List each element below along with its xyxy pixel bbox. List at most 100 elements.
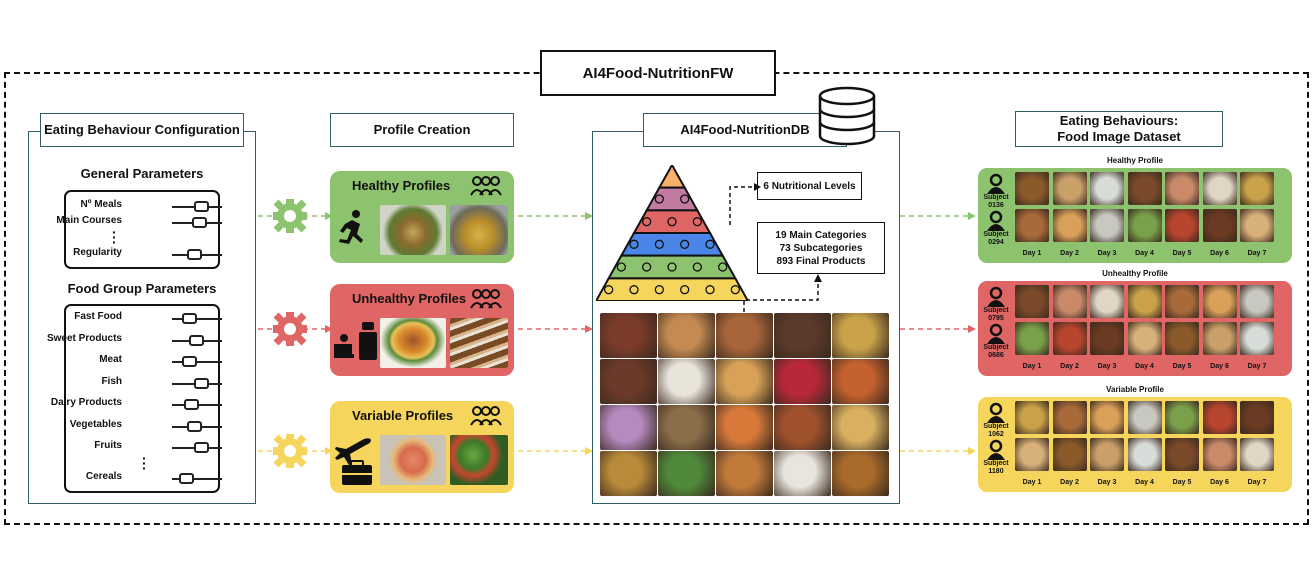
slider-track[interactable] xyxy=(172,361,222,363)
food-photo xyxy=(1165,438,1199,471)
slider-knob[interactable] xyxy=(191,217,207,228)
more-dots: ··· xyxy=(142,450,147,476)
food-group-icon xyxy=(692,217,702,227)
profile-dataset-title: Unhealthy Profile xyxy=(1102,269,1168,278)
food-photo xyxy=(1052,438,1087,471)
subject-id: 0136 xyxy=(988,202,1004,209)
profile-label: Healthy Profiles xyxy=(352,178,451,193)
slider-knob[interactable] xyxy=(184,399,199,410)
day-label: Day 1 xyxy=(1022,363,1042,370)
framework-title: AI4Food-NutritionFW xyxy=(540,50,776,96)
slider-knob[interactable] xyxy=(194,377,209,389)
slider-knob[interactable] xyxy=(181,356,197,367)
day-label: Day 7 xyxy=(1247,479,1267,486)
food-group-icon xyxy=(680,239,690,249)
parameter-label: Fish xyxy=(101,375,122,387)
food-photo xyxy=(1240,322,1274,355)
config-header: Eating Behaviour Configuration xyxy=(40,113,244,147)
food-photo xyxy=(716,451,773,496)
food-photo xyxy=(1202,285,1237,318)
group-icon xyxy=(470,176,502,196)
parameter-row: Dairy Products xyxy=(51,396,222,414)
food-photo xyxy=(658,451,715,496)
slider-knob[interactable] xyxy=(194,201,209,212)
slider-track[interactable] xyxy=(172,478,222,480)
day-label: Day 3 xyxy=(1097,250,1117,257)
food-photo xyxy=(1202,209,1237,242)
food-group-icon xyxy=(730,285,740,295)
food-photo xyxy=(774,451,831,496)
food-group-icon xyxy=(616,262,626,272)
food-photo xyxy=(716,405,773,450)
food-photo xyxy=(716,359,773,404)
food-photo xyxy=(774,313,831,358)
food-group-icon xyxy=(692,262,702,272)
food-group-icon xyxy=(667,217,677,227)
behaviours-header-line1: Eating Behaviours: xyxy=(1059,113,1179,128)
person-icon xyxy=(987,173,1005,194)
group-icon xyxy=(470,289,502,309)
slider-knob[interactable] xyxy=(186,420,202,432)
food-photo xyxy=(450,205,508,255)
slider-knob[interactable] xyxy=(189,334,204,346)
day-label: Day 4 xyxy=(1135,250,1154,257)
food-photo xyxy=(832,359,889,404)
food-photo xyxy=(380,205,446,255)
food-photo xyxy=(450,318,508,368)
food-image-mosaic xyxy=(600,313,890,498)
day-label: Day 3 xyxy=(1097,479,1117,486)
food-photo xyxy=(600,313,657,358)
food-photo xyxy=(600,451,657,496)
profile-creation-header: Profile Creation xyxy=(330,113,514,147)
subcategories-label: 73 Subcategories xyxy=(779,242,863,254)
food-photo xyxy=(832,405,889,450)
subject-id: 0294 xyxy=(988,239,1004,246)
slider-knob[interactable] xyxy=(179,473,194,484)
gear-icon xyxy=(273,434,307,468)
food-group-icon xyxy=(718,262,728,272)
food-photo xyxy=(832,313,889,358)
parameter-label: Regularity xyxy=(73,247,122,258)
slider-knob[interactable] xyxy=(181,313,197,324)
slider-track[interactable] xyxy=(172,318,222,320)
subject-id: 1062 xyxy=(988,431,1004,438)
parameter-label: Meat xyxy=(99,354,122,365)
parameter-label: Cereals xyxy=(85,471,122,482)
food-group-icon xyxy=(680,194,690,204)
parameter-row: Fish xyxy=(66,375,222,393)
food-group-icon xyxy=(642,262,652,272)
food-photo xyxy=(1052,172,1087,205)
food-photo xyxy=(600,405,657,450)
food-group-icon xyxy=(629,239,639,249)
food-photo xyxy=(1090,172,1124,205)
airplane-briefcase-icon xyxy=(335,438,372,485)
food-photo xyxy=(1240,209,1274,242)
subject-word: Subject xyxy=(983,194,1009,201)
subject-word: Subject xyxy=(983,307,1009,314)
food-photo xyxy=(1127,322,1162,355)
food-photo xyxy=(1015,209,1049,242)
healthy-profiles-card: Healthy Profiles xyxy=(330,171,514,263)
food-group-icon xyxy=(680,285,690,295)
subject-id: 0686 xyxy=(988,352,1004,359)
subject-word: Subject xyxy=(983,231,1009,238)
slider-knob[interactable] xyxy=(194,442,209,453)
food-photo xyxy=(1202,401,1237,434)
food-photo xyxy=(1052,209,1087,242)
food-photo xyxy=(658,313,715,358)
variable-profiles-card: Variable Profiles xyxy=(330,401,514,493)
day-label: Day 5 xyxy=(1172,250,1192,257)
subject-word: Subject xyxy=(983,344,1009,351)
food-photo xyxy=(774,359,831,404)
slider-knob[interactable] xyxy=(186,249,202,260)
food-photo xyxy=(1165,401,1199,434)
day-label: Day 6 xyxy=(1210,363,1229,370)
parameter-label: Vegetables xyxy=(69,418,122,430)
